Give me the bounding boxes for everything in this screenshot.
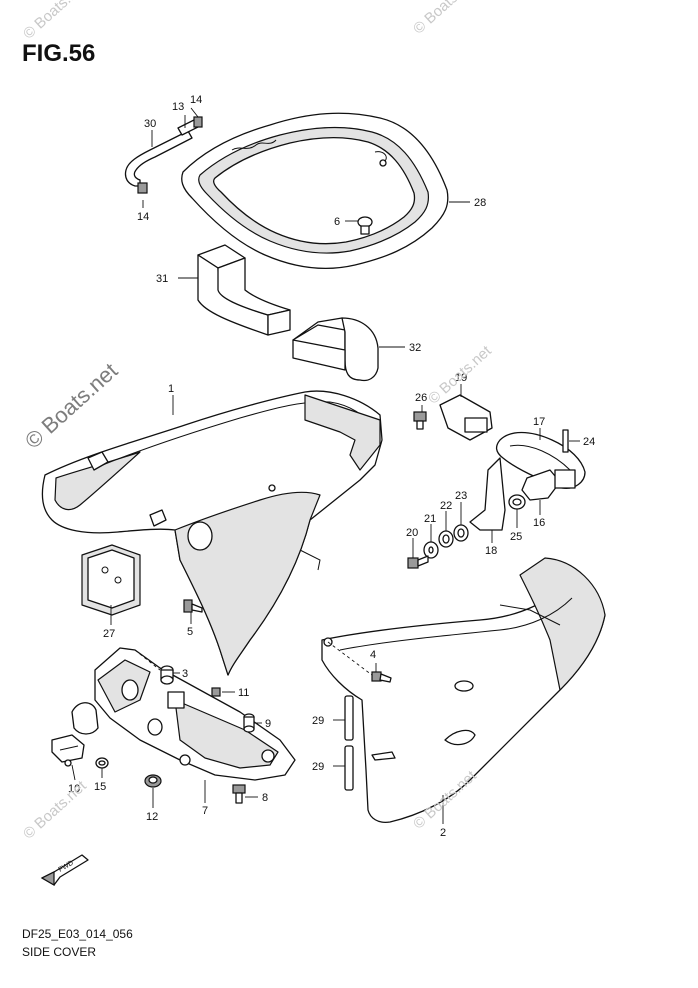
part-22-washer[interactable] xyxy=(438,530,454,548)
callout-24: 24 xyxy=(583,436,595,448)
callout-12: 12 xyxy=(146,811,158,823)
part-24-pin[interactable] xyxy=(562,429,569,453)
part-18-lever[interactable] xyxy=(469,457,506,531)
callout-11: 11 xyxy=(238,687,249,699)
callout-22: 22 xyxy=(440,500,452,512)
callout-14-top: 14 xyxy=(190,94,202,106)
part-3-bushing[interactable] xyxy=(160,665,174,685)
part-9-collar[interactable] xyxy=(243,713,255,733)
part-16-latch-part[interactable] xyxy=(521,469,576,501)
callout-labels: 1 2 3 4 5 6 7 8 9 10 11 12 13 14 14 15 1… xyxy=(68,94,595,839)
part-14-clip-bottom[interactable] xyxy=(137,182,148,194)
callout-13: 13 xyxy=(172,101,184,113)
leader-lines xyxy=(71,107,580,824)
callout-28: 28 xyxy=(474,197,486,209)
part-10-clip[interactable] xyxy=(51,734,85,767)
callout-10: 10 xyxy=(68,783,80,795)
part-32-foam[interactable] xyxy=(292,317,379,382)
callout-32: 32 xyxy=(409,342,421,354)
part-5-screw[interactable] xyxy=(183,599,203,613)
callout-1: 1 xyxy=(168,383,174,395)
figure-code: DF25_E03_014_056 xyxy=(22,927,133,941)
callout-3: 3 xyxy=(182,668,188,680)
callout-27: 27 xyxy=(103,628,115,640)
callout-5: 5 xyxy=(187,626,193,638)
callout-16: 16 xyxy=(533,517,545,529)
figure-title: FIG.56 xyxy=(22,40,96,67)
callout-30: 30 xyxy=(144,118,156,130)
part-29-strip-lower[interactable] xyxy=(344,745,354,791)
callout-15: 15 xyxy=(94,781,106,793)
part-19-bracket[interactable] xyxy=(439,394,493,441)
part-12-grommet[interactable] xyxy=(144,774,162,788)
part-31-foam[interactable] xyxy=(197,244,291,336)
part-21-washer[interactable] xyxy=(423,541,439,559)
callout-23: 23 xyxy=(455,490,467,502)
callout-29-lower: 29 xyxy=(312,761,324,773)
part-20-bolt[interactable] xyxy=(407,555,429,569)
part-11-screw[interactable] xyxy=(211,687,221,697)
fwd-arrow-icon: FWD xyxy=(40,854,89,887)
callout-8: 8 xyxy=(262,792,268,804)
callout-26: 26 xyxy=(415,392,427,404)
part-2-side-cover-lower[interactable] xyxy=(321,557,606,824)
part-4-screw[interactable] xyxy=(371,671,392,683)
part-25-bushing[interactable] xyxy=(508,494,526,510)
part-28-seal-ring[interactable] xyxy=(181,112,449,270)
part-6-plug[interactable] xyxy=(357,216,373,235)
callout-6: 6 xyxy=(334,216,340,228)
callout-7: 7 xyxy=(202,805,208,817)
figure-name: SIDE COVER xyxy=(22,945,97,959)
part-15-grommet[interactable] xyxy=(95,757,109,769)
callout-18: 18 xyxy=(485,545,497,557)
callout-29-upper: 29 xyxy=(312,715,324,727)
callout-4: 4 xyxy=(370,649,376,661)
part-1-side-cover-upper[interactable] xyxy=(41,390,383,676)
part-23-washer[interactable] xyxy=(453,524,469,542)
part-26-screw[interactable] xyxy=(413,411,427,430)
callout-31: 31 xyxy=(156,273,168,285)
part-7-bracket[interactable] xyxy=(71,647,296,781)
callout-21: 21 xyxy=(424,513,436,525)
part-14-clip-top[interactable] xyxy=(193,116,203,128)
callout-14-bottom: 14 xyxy=(137,211,149,223)
callout-2: 2 xyxy=(440,827,446,839)
callout-17: 17 xyxy=(533,416,545,428)
part-27-pad[interactable] xyxy=(81,544,141,616)
callout-9: 9 xyxy=(265,718,271,730)
callout-20: 20 xyxy=(406,527,418,539)
part-8-screw[interactable] xyxy=(232,784,246,804)
part-29-strip-upper[interactable] xyxy=(344,695,354,741)
callout-19: 19 xyxy=(455,372,467,384)
callout-25: 25 xyxy=(510,531,522,543)
